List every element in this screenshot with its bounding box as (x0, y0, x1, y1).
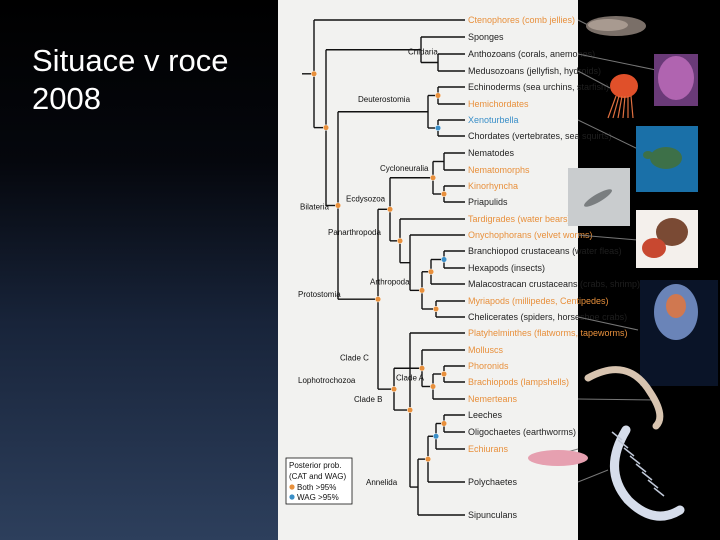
taxon-label-phoronids: Phoronids (468, 361, 509, 371)
taxon-label-chordates: Chordates (vertebrates, sea squirts) (468, 131, 612, 141)
clade-label-clade-c: Clade C (340, 353, 369, 362)
node-support-dot (441, 371, 447, 377)
taxon-label-oligochaetes: Oligochaetes (earthworms) (468, 427, 576, 437)
photo-pointer-line (578, 470, 608, 482)
legend-item-label: Both >95% (297, 483, 336, 492)
node-support-dot (441, 421, 447, 427)
node-support-dot (433, 433, 439, 439)
node-support-dot (419, 288, 425, 294)
node-support-dot (311, 71, 317, 77)
taxon-label-sponges: Sponges (468, 32, 504, 42)
taxon-label-xenoturbella: Xenoturbella (468, 115, 519, 125)
taxon-label-kinorhyncha: Kinorhyncha (468, 181, 518, 191)
clade-label-panarthropoda: Panarthropoda (328, 228, 381, 237)
taxon-label-nemerteans: Nemerteans (468, 394, 518, 404)
clade-label-arthropoda: Arthropoda (370, 277, 410, 286)
node-support-dot (375, 296, 381, 302)
jellyfish-photo (608, 74, 638, 118)
taxon-label-branchiopod-crustaceans: Branchiopod crustaceans (water fleas) (468, 246, 622, 256)
node-support-dot (430, 175, 436, 181)
node-support-dot (387, 206, 393, 212)
clade-label-cycloneuralia: Cycloneuralia (380, 164, 429, 173)
taxon-label-nematomorphs: Nematomorphs (468, 165, 530, 175)
taxon-label-brachiopods: Brachiopods (lampshells) (468, 377, 569, 387)
taxon-label-priapulids: Priapulids (468, 197, 508, 207)
taxon-label-medusozoans: Medusozoans (jellyfish, hydroids) (468, 66, 601, 76)
node-support-dot (419, 365, 425, 371)
node-support-dot (435, 93, 441, 99)
taxon-label-tardigrades: Tardigrades (water bears) (468, 214, 571, 224)
node-support-dot (441, 191, 447, 197)
taxon-label-ctenophores: Ctenophores (comb jellies) (468, 15, 575, 25)
node-support-dot (323, 125, 329, 131)
taxon-label-myriapods: Myriapods (millipedes, Centipedes) (468, 296, 609, 306)
node-support-dot (430, 384, 436, 390)
node-support-dot (397, 238, 403, 244)
node-support-dot (433, 306, 439, 312)
clade-label-clade-a: Clade A (396, 374, 425, 383)
clade-label-deuterostomia: Deuterostomia (358, 95, 411, 104)
echiuran-photo (528, 450, 588, 466)
clade-label-annelida: Annelida (366, 478, 398, 487)
sponge-photo (654, 54, 698, 106)
comb-jelly-photo (586, 16, 646, 36)
node-support-dot (441, 257, 447, 263)
node-support-dot (435, 125, 441, 131)
taxon-label-polychaetes: Polychaetes (468, 477, 518, 487)
clade-label-ecdysozoa: Ecdysozoa (346, 194, 386, 203)
clade-label-cnidaria: Cnidaria (408, 48, 438, 57)
phylogeny-tree: Ctenophores (comb jellies) SpongesAnthozo… (278, 0, 720, 540)
taxon-label-platyhelminthes: Platyhelminthes (flatworms, tapeworms) (468, 328, 628, 338)
node-support-dot (428, 269, 434, 275)
taxon-label-echiurans: Echiurans (468, 444, 509, 454)
taxon-label-nematodes: Nematodes (468, 148, 515, 158)
legend-item-label: WAG >95% (297, 493, 339, 502)
node-support-dot (425, 456, 431, 462)
hermit-crab-photo (636, 210, 698, 268)
node-support-dot (335, 203, 341, 209)
photo-pointer-line (578, 399, 658, 400)
taxon-label-chelicerates: Chelicerates (spiders, horseshoe crabs) (468, 312, 627, 322)
polychaete-photo (612, 430, 680, 516)
taxon-label-onychophorans: Onychophorans (velvet worms) (468, 230, 593, 240)
taxon-label-anthozoans: Anthozoans (corals, anemones) (468, 49, 595, 59)
clade-label-clade-b: Clade B (354, 395, 382, 404)
node-support-dot (391, 386, 397, 392)
taxon-label-molluscs: Molluscs (468, 345, 504, 355)
taxon-label-hexapods: Hexapods (insects) (468, 263, 545, 273)
clade-label-lophotrochozoa: Lophotrochozoa (298, 376, 356, 385)
node-support-dot (407, 407, 413, 413)
legend-dot (289, 484, 294, 489)
taxon-label-leeches: Leeches (468, 410, 503, 420)
legend-subtitle: (CAT and WAG) (289, 472, 347, 481)
legend-title: Posterior prob. (289, 461, 341, 470)
clade-label-bilateria: Bilateria (300, 202, 329, 211)
sea-turtle-photo (636, 126, 698, 192)
clade-label-protostomia: Protostomia (298, 290, 341, 299)
taxon-label-sipunculans: Sipunculans (468, 510, 518, 520)
legend-dot (289, 494, 294, 499)
springtail-photo (568, 168, 630, 226)
taxon-label-malacostracan-crustaceans: Malacostracan crustaceans (crabs, shrimp… (468, 279, 640, 289)
squid-photo (640, 280, 718, 386)
slide-title: Situace v roce 2008 (32, 42, 272, 118)
taxon-label-hemichordates: Hemichordates (468, 99, 529, 109)
taxon-label-echinoderms: Echinoderms (sea urchins, starfish) (468, 82, 609, 92)
